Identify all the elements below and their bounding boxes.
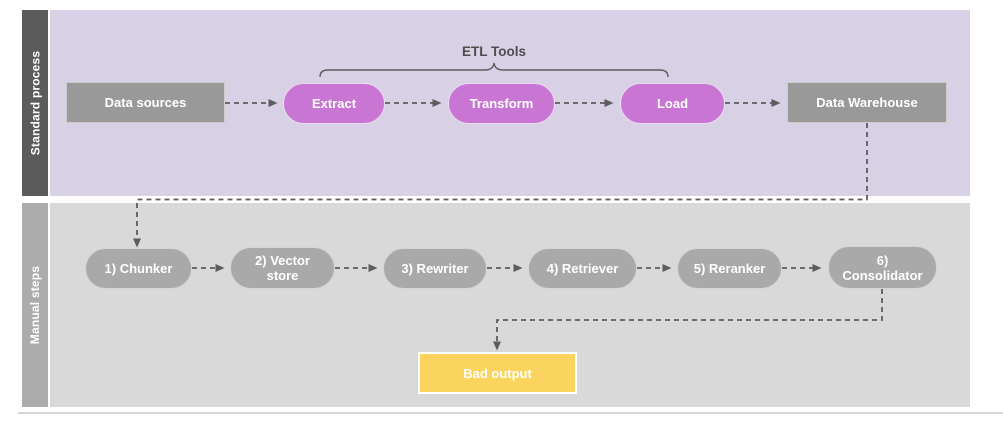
node-step-vector-store: 2) Vector store [230,247,335,289]
node-step-chunker-label: 1) Chunker [104,261,173,276]
lane-standard-process-bar: Standard process [22,10,48,196]
lane-manual-steps-title: Manual steps [28,265,43,345]
node-extract: Extract [283,83,385,124]
node-transform-label: Transform [469,96,534,111]
node-step-rewriter: 3) Rewriter [383,248,487,289]
node-step-reranker: 5) Reranker [677,248,782,289]
node-bad-output-label: Bad output [463,365,532,381]
node-load: Load [620,83,725,124]
node-bad-output: Bad output [418,352,577,394]
node-step-vector-store-label: 2) Vector store [255,253,310,283]
node-data-sources: Data sources [66,82,225,123]
node-data-warehouse-label: Data Warehouse [816,95,918,110]
lane-manual-steps-bar: Manual steps [22,203,48,407]
node-step-chunker: 1) Chunker [85,248,192,289]
lane-standard-process-title: Standard process [28,50,43,156]
node-step-retriever-label: 4) Retriever [546,261,619,276]
node-step-retriever: 4) Retriever [528,248,637,289]
node-extract-label: Extract [311,96,357,111]
node-transform: Transform [448,83,555,124]
node-data-warehouse: Data Warehouse [787,82,947,123]
node-step-reranker-label: 5) Reranker [693,261,766,276]
node-step-consolidator-label: 6) Consolidator [842,252,923,283]
node-step-consolidator: 6) Consolidator [828,246,937,289]
node-data-sources-label: Data sources [104,95,187,110]
node-load-label: Load [656,96,689,111]
page-bottom-rule [18,412,1003,414]
etl-tools-label: ETL Tools [462,44,526,59]
node-step-rewriter-label: 3) Rewriter [401,261,469,276]
